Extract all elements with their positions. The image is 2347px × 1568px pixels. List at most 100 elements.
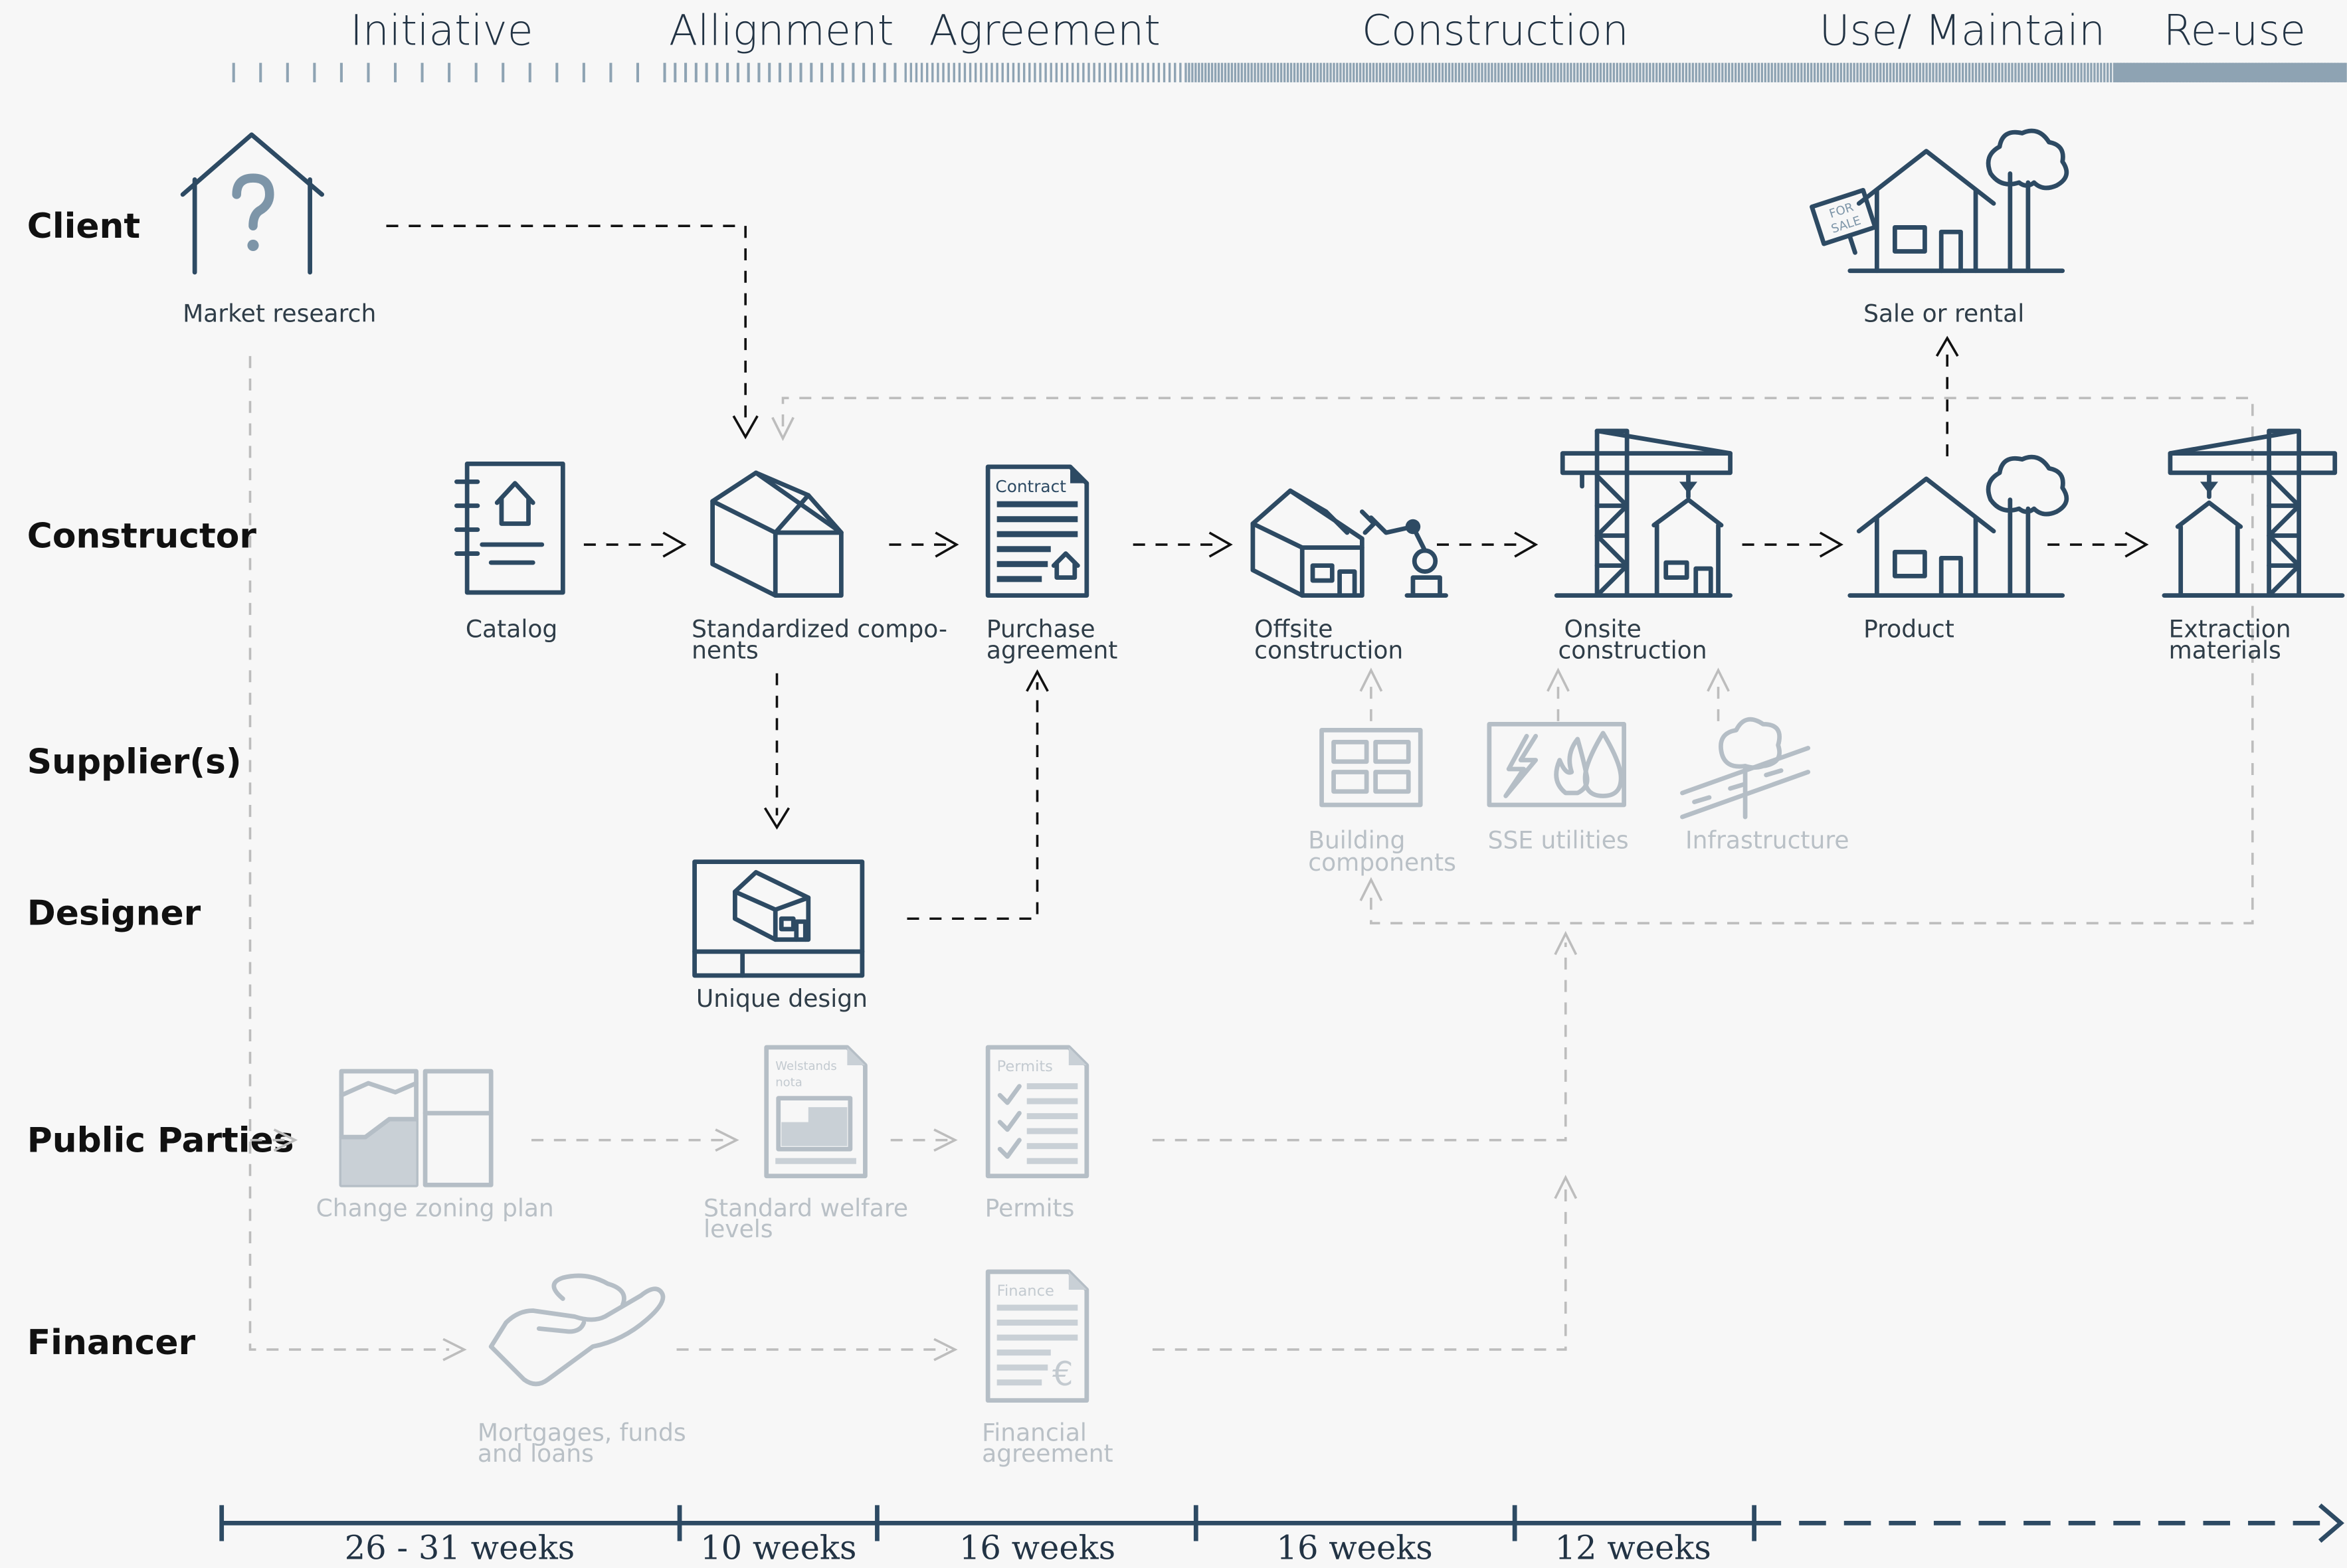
label-onsite-construction-2: construction bbox=[1558, 637, 1707, 664]
timeline: 26 - 31 weeks 10 weeks 16 weeks 16 weeks… bbox=[219, 1503, 2344, 1567]
label-infrastructure: Infrastructure bbox=[1685, 827, 1849, 854]
connector-client-to-financer bbox=[248, 356, 450, 1351]
label-onsite-construction: Onsite bbox=[1564, 616, 1641, 644]
label-sse-utilities: SSE utilities bbox=[1488, 827, 1629, 854]
label-standard-welfare-levels: Standard welfare bbox=[704, 1195, 908, 1223]
welfare-doc-title: Welstands bbox=[775, 1059, 837, 1073]
label-building-components: Building bbox=[1308, 827, 1405, 854]
phase-tick-solid bbox=[2113, 62, 2347, 82]
phase-initiative: Initiative bbox=[350, 6, 533, 55]
phase-header: Initiative Allignment Agreement Construc… bbox=[232, 6, 2347, 82]
label-mortgages: Mortgages, funds bbox=[478, 1420, 686, 1447]
catalog-icon bbox=[454, 462, 565, 595]
arrow-head bbox=[1359, 667, 1383, 692]
connector-finance-to-onsite bbox=[1152, 1186, 1567, 1351]
connector-design-to-purchase bbox=[907, 682, 1039, 920]
connector-permits-to-onsite bbox=[1152, 942, 1567, 1142]
label-market-research: Market research bbox=[183, 300, 376, 327]
actor-designer: Designer bbox=[27, 893, 201, 933]
finance-doc-title: Finance bbox=[997, 1282, 1054, 1300]
label-change-zoning-plan: Change zoning plan bbox=[316, 1195, 554, 1223]
phase-re-use: Re-use bbox=[2164, 6, 2306, 55]
arrow-head bbox=[933, 1128, 958, 1152]
duration-onsite: 12 weeks bbox=[1554, 1528, 1711, 1567]
arrow-head bbox=[715, 1128, 739, 1152]
label-product: Product bbox=[1863, 616, 1954, 644]
mortgage-hand-icon bbox=[488, 1273, 666, 1387]
market-research-icon bbox=[180, 132, 325, 275]
permits-doc-title: Permits bbox=[997, 1058, 1053, 1075]
step-labels: Market research Sale or rental Catalog S… bbox=[183, 300, 2291, 1468]
label-purchase-agreement: Purchase bbox=[986, 616, 1095, 644]
duration-offsite: 16 weeks bbox=[1276, 1528, 1432, 1567]
phase-tick-bar bbox=[232, 62, 2347, 82]
finance-document-icon: Finance € bbox=[985, 1269, 1089, 1403]
duration-alignment: 10 weeks bbox=[700, 1528, 856, 1567]
actor-constructor: Constructor bbox=[27, 517, 257, 557]
label-catalog: Catalog bbox=[466, 616, 557, 644]
arrow-head bbox=[732, 415, 759, 440]
arrow-head bbox=[273, 1128, 298, 1152]
arrow-head bbox=[662, 531, 687, 558]
extraction-crane-icon bbox=[2162, 428, 2345, 598]
label-standardized-components: Standardized compo- bbox=[692, 616, 947, 644]
welfare-document-icon: Welstands nota bbox=[764, 1045, 868, 1179]
contract-doc-title: Contract bbox=[995, 477, 1066, 496]
welfare-doc-subtitle: nota bbox=[775, 1076, 802, 1090]
sse-utilities-icon bbox=[1487, 722, 1626, 808]
arrow-head bbox=[763, 807, 791, 830]
arrow-head bbox=[1359, 877, 1383, 902]
arrow-head bbox=[1935, 335, 1959, 357]
label-standardized-components-2: nents bbox=[692, 637, 759, 664]
offsite-construction-icon bbox=[1250, 488, 1448, 598]
arrow-head bbox=[442, 1338, 467, 1361]
arrow-head bbox=[1554, 1174, 1578, 1199]
label-offsite-construction-2: construction bbox=[1254, 637, 1403, 664]
label-offsite-construction: Offsite bbox=[1254, 616, 1333, 644]
arrow-head bbox=[1554, 930, 1578, 956]
product-house-icon bbox=[1847, 454, 2069, 598]
label-purchase-agreement-2: agreement bbox=[986, 637, 1118, 664]
connector-research-to-components bbox=[386, 224, 747, 424]
actor-suppliers: Supplier(s) bbox=[27, 742, 242, 782]
label-extraction-materials-2: materials bbox=[2169, 637, 2281, 664]
arrow-head bbox=[1026, 669, 1049, 692]
arrow-head bbox=[771, 416, 795, 442]
label-extraction-materials: Extraction bbox=[2169, 616, 2291, 644]
label-unique-design: Unique design bbox=[696, 986, 868, 1013]
phase-alignment: Allignment bbox=[669, 6, 894, 55]
actor-financer: Financer bbox=[27, 1323, 196, 1363]
for-sale-house-icon: FOR SALE bbox=[1810, 128, 2069, 274]
arrow-head bbox=[1707, 667, 1730, 692]
arrow-head bbox=[1208, 531, 1233, 558]
arrow-head bbox=[1819, 531, 1843, 558]
phase-use-maintain: Use/ Maintain bbox=[1819, 6, 2105, 55]
timeline-arrow-head bbox=[2318, 1503, 2344, 1543]
label-standard-welfare-levels-2: levels bbox=[704, 1216, 773, 1243]
building-components-icon bbox=[1319, 728, 1423, 808]
label-financial-agreement-2: agreement bbox=[982, 1440, 1113, 1468]
zoning-map-icon bbox=[339, 1069, 494, 1187]
label-financial-agreement: Financial bbox=[982, 1420, 1087, 1447]
arrow-head bbox=[1547, 667, 1570, 692]
duration-agreement: 16 weeks bbox=[959, 1528, 1115, 1567]
standardized-components-icon bbox=[710, 470, 844, 598]
permits-checklist-icon: Permits bbox=[985, 1045, 1089, 1179]
arrow-head bbox=[933, 1338, 958, 1361]
arrow-head bbox=[2124, 531, 2149, 558]
arrow-head bbox=[1514, 531, 1539, 558]
label-sale-or-rental: Sale or rental bbox=[1863, 300, 2024, 327]
infrastructure-icon bbox=[1680, 717, 1811, 820]
euro-sign: € bbox=[1052, 1355, 1074, 1393]
label-permits: Permits bbox=[985, 1195, 1075, 1223]
phase-construction: Construction bbox=[1362, 6, 1629, 55]
unique-design-screen-icon bbox=[692, 859, 865, 978]
actor-client: Client bbox=[27, 207, 140, 246]
arrow-head bbox=[935, 531, 959, 558]
label-building-components-2: components bbox=[1308, 849, 1456, 877]
label-mortgages-2: and loans bbox=[478, 1440, 594, 1468]
connectors bbox=[248, 224, 2254, 1361]
actor-labels: Client Constructor Supplier(s) Designer … bbox=[27, 207, 294, 1363]
connector-reuse-loop bbox=[781, 396, 2254, 924]
